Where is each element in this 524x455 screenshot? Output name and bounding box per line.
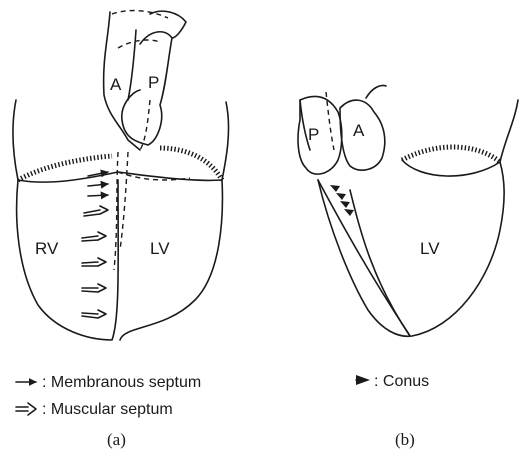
label-lv-b: LV — [420, 239, 440, 258]
av-plane-lower — [18, 172, 222, 182]
conus-arrowhead — [344, 209, 354, 216]
aorta-top-dashed — [118, 40, 160, 48]
conus-arrowhead — [336, 193, 346, 200]
legend-conus: : Conus — [356, 373, 429, 390]
septum-dashed-line-2 — [120, 152, 128, 250]
aorta-right-edge — [128, 30, 136, 100]
label-lv-a: LV — [150, 239, 170, 258]
heart-b-right-wall — [500, 100, 518, 162]
muscular-arrows — [82, 206, 108, 318]
muscular-arrow — [82, 232, 106, 241]
aorta-b-top — [366, 86, 386, 99]
pulmonary-b-dashed — [326, 92, 334, 150]
mitral-ring-hatched — [160, 148, 222, 180]
right-atrium-wall — [13, 100, 18, 180]
label-rv: RV — [35, 239, 59, 258]
muscular-arrow-icon — [16, 403, 36, 415]
caption-a: (a) — [107, 430, 126, 449]
membranous-arrow — [88, 195, 108, 196]
membranous-arrow — [88, 184, 108, 186]
heart-b-ring-hatched — [402, 147, 500, 162]
legend-membranous-text: : Membranous septum — [42, 374, 201, 391]
muscular-arrow — [82, 258, 106, 266]
legend-conus-text: : Conus — [374, 373, 429, 390]
left-atrium-wall — [222, 102, 229, 180]
panel-a-diagram: A P RV LV — [13, 11, 229, 340]
conus-arrowhead — [330, 185, 340, 192]
heart-b-outline — [318, 162, 504, 336]
legend-muscular: : Muscular septum — [16, 401, 173, 418]
legend-muscular-text: : Muscular septum — [42, 401, 173, 418]
muscular-arrow — [82, 284, 106, 292]
pulmonary-b-outline — [298, 96, 342, 174]
muscular-arrow — [82, 310, 106, 318]
heart-b-ring-lower — [402, 160, 500, 176]
label-a-vessel: A — [110, 75, 122, 94]
label-p-vessel: P — [148, 73, 159, 92]
muscular-arrow — [84, 206, 108, 216]
legend: : Membranous septum : Muscular septum : … — [16, 373, 429, 418]
conus-arrowhead — [340, 201, 350, 208]
label-p-b: P — [308, 125, 319, 144]
label-a-b: A — [353, 121, 365, 140]
panel-b-diagram: P A LV — [298, 86, 518, 337]
legend-membranous: : Membranous septum — [16, 374, 201, 391]
left-ventricle-outline — [120, 180, 222, 340]
conus-wall — [350, 190, 410, 336]
caption-b: (b) — [395, 430, 415, 449]
